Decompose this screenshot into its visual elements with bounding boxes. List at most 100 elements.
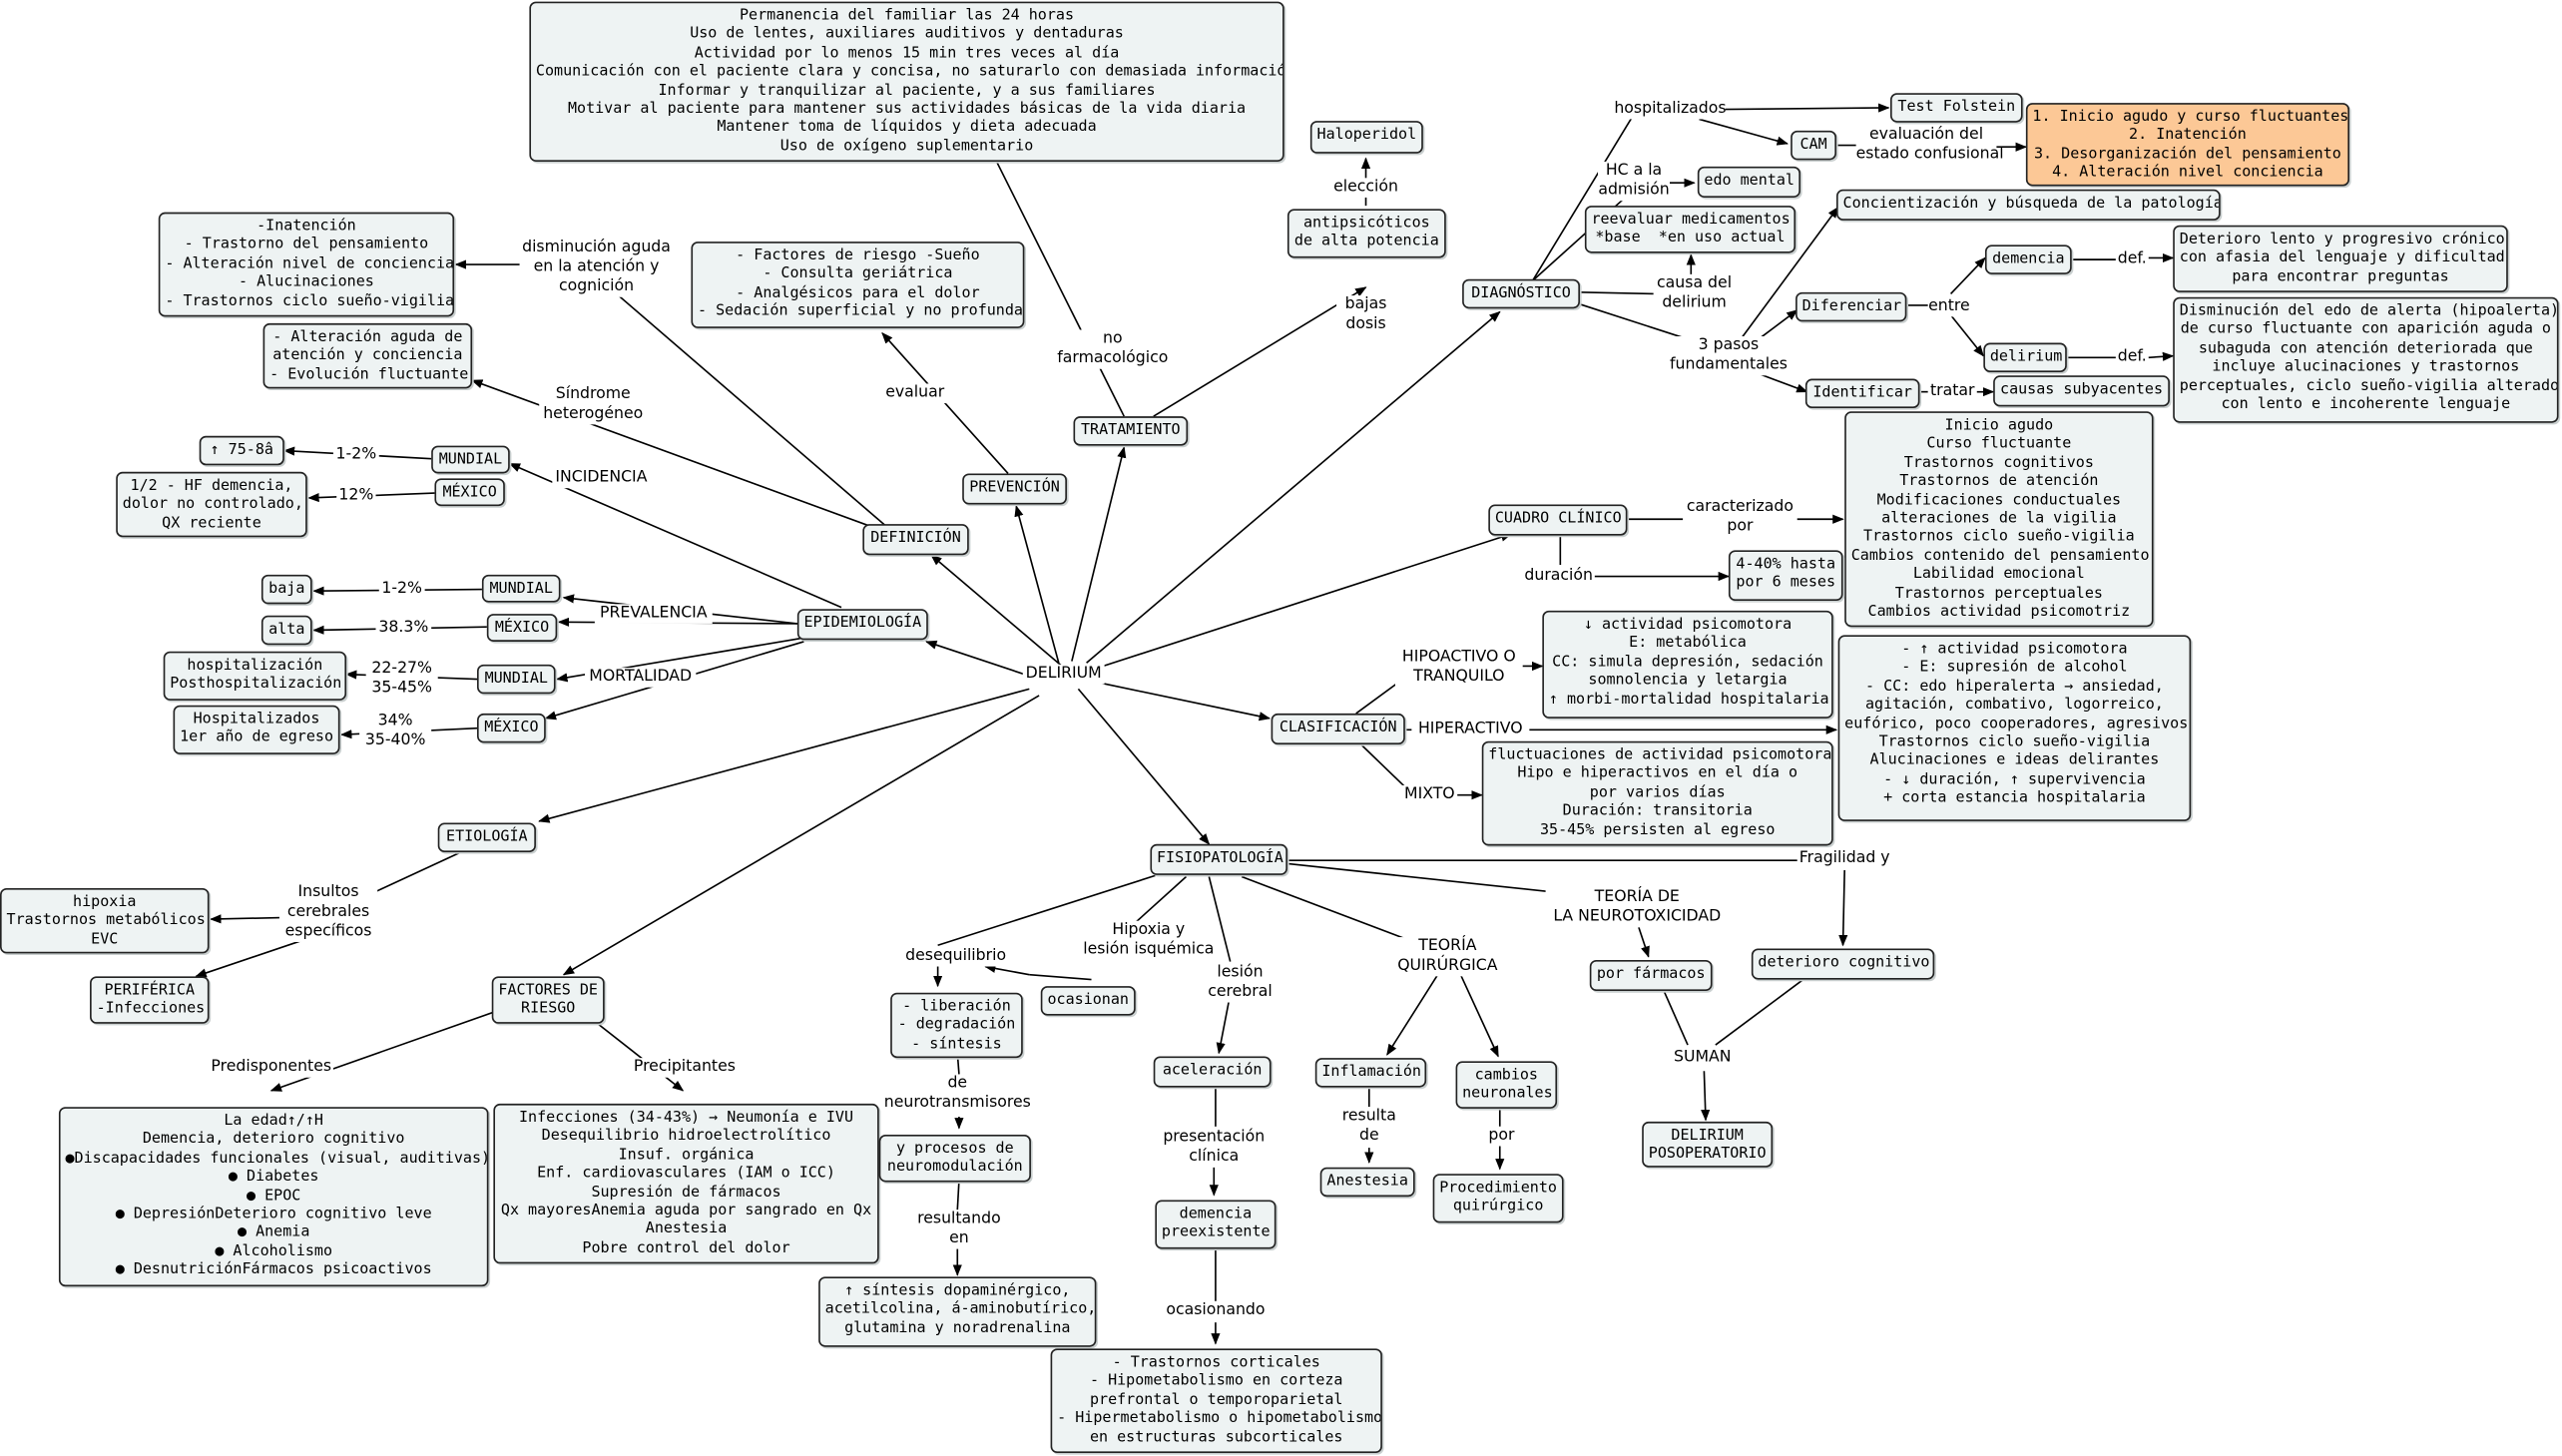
delirium-node: delirium xyxy=(1983,342,2067,373)
prevalencia-alta: alta xyxy=(260,615,312,646)
mortalidad-mexico-value: Hospitalizados 1er año de egreso xyxy=(173,705,340,754)
label-desequilibrio: desequilibrio xyxy=(904,946,1007,967)
haloperidol-node: Haloperidol xyxy=(1309,121,1423,154)
anestesia-node: Anestesia xyxy=(1319,1167,1415,1198)
definicion-box-1: -Inatención - Trastorno del pensamiento … xyxy=(158,212,455,317)
label-caracterizado: caracterizado por xyxy=(1683,497,1797,538)
por-farmacos-node: por fármacos xyxy=(1589,959,1713,992)
cuadro-clinico-box: Inicio agudo Curso fluctuante Trastornos… xyxy=(1844,411,2154,628)
inflamacion-node: Inflamación xyxy=(1314,1058,1427,1088)
label-prev-mexico-pct: 38.3% xyxy=(375,619,432,639)
incidencia-mundial-node: MUNDIAL xyxy=(431,445,510,474)
diagnostico-node[interactable]: DIAGNÓSTICO xyxy=(1462,278,1580,309)
edo-mental-node: edo mental xyxy=(1697,166,1800,198)
trastornos-corticales-box: - Trastornos corticales - Hipometabolism… xyxy=(1050,1348,1382,1454)
label-mixto: MIXTO xyxy=(1401,784,1458,805)
ocasionan-node: ocasionan xyxy=(1040,986,1136,1016)
label-prevalencia: PREVALENCIA xyxy=(594,604,713,624)
label-def-1: def. xyxy=(2115,249,2149,269)
hiperactivo-box: - ↑ actividad psicomotora - E: supresión… xyxy=(1837,635,2192,821)
label-disminucion: disminución aguda en la atención y cogni… xyxy=(519,238,674,297)
prevencion-box: - Factores de riesgo -Sueño - Consulta g… xyxy=(691,242,1025,328)
mortalidad-mexico-node: MÉXICO xyxy=(477,713,546,743)
causas-subyacentes-node: causas subyacentes xyxy=(1993,375,2170,407)
label-resultando: resultando en xyxy=(911,1210,1007,1249)
label-insultos: Insultos cerebrales específicos xyxy=(278,883,378,942)
delirium-posoperatorio-node: DELIRIUM POSOPERATORIO xyxy=(1642,1121,1774,1168)
identificar-node: Identificar xyxy=(1804,378,1920,408)
cam-criteria-box: 1. Inicio agudo y curso fluctuantes 2. I… xyxy=(2025,103,2350,187)
label-mortalidad: MORTALIDAD xyxy=(585,668,697,688)
prevalencia-baja: baja xyxy=(260,574,312,605)
label-hc-admision: HC a la admisión xyxy=(1597,161,1671,202)
test-folstein-node: Test Folstein xyxy=(1890,93,2023,123)
clasificacion-node[interactable]: CLASIFICACIÓN xyxy=(1271,713,1405,745)
mortalidad-mundial-value: hospitalización Posthospitalización xyxy=(163,651,347,701)
label-evaluacion: evaluación del estado confusional xyxy=(1855,125,2004,166)
predisponentes-box: La edad↑/↑H Demencia, deterioro cognitiv… xyxy=(58,1107,489,1287)
demencia-preexistente-node: demencia preexistente xyxy=(1155,1200,1277,1249)
label-bajas-dosis: bajas dosis xyxy=(1336,295,1395,335)
mixto-box: fluctuaciones de actividad psicomotora H… xyxy=(1481,740,1833,846)
demencia-definition-box: Deterioro lento y progresivo crónico con… xyxy=(2173,225,2508,292)
reevaluar-medicamentos-box: reevaluar medicamentos *base *en uso act… xyxy=(1584,206,1796,253)
definicion-box-2: - Alteración aguda de atención y concien… xyxy=(262,322,473,389)
label-sindrome: Síndrome heterogéneo xyxy=(539,385,648,425)
label-mort-mexico-pct: 34% 35-40% xyxy=(359,712,432,751)
label-ocasionando: ocasionando xyxy=(1163,1300,1269,1321)
delirium-definition-box: Disminución del edo de alerta (hipoalert… xyxy=(2173,296,2559,423)
label-entre: entre xyxy=(1927,296,1971,317)
hipoactivo-box: ↓ actividad psicomotora E: metabólica CC… xyxy=(1542,610,1833,719)
epidemiologia-node[interactable]: EPIDEMIOLOGÍA xyxy=(796,609,928,641)
incidencia-mundial-value: ↑ 75-8â xyxy=(199,435,284,466)
label-duracion: duración xyxy=(1522,566,1595,587)
cam-node: CAM xyxy=(1791,130,1836,161)
label-por: por xyxy=(1486,1126,1517,1147)
prevalencia-mundial-node: MUNDIAL xyxy=(481,574,561,603)
cambios-neuronales-node: cambios neuronales xyxy=(1455,1061,1558,1109)
incidencia-mexico-value: 1/2 - HF demencia, dolor no controlado, … xyxy=(116,471,307,538)
label-resulta-de: resulta de xyxy=(1339,1107,1399,1147)
concientizacion-node: Concientización y búsqueda de la patolog… xyxy=(1835,189,2221,221)
label-hospitalizados: hospitalizados xyxy=(1614,99,1727,120)
label-tratar: tratar xyxy=(1927,381,1977,402)
label-evaluar: evaluar xyxy=(881,383,948,404)
precipitantes-box: Infecciones (34-43%) → Neumonía e IVU De… xyxy=(493,1103,879,1264)
label-hipoxia-lesion: Hipoxia y lesión isquémica xyxy=(1081,920,1216,960)
procesos-node: y procesos de neuromodulación xyxy=(878,1135,1031,1183)
definicion-node[interactable]: DEFINICIÓN xyxy=(862,524,969,556)
label-precipitantes: Precipitantes xyxy=(630,1058,739,1078)
no-farmacologico-box: Permanencia del familiar las 24 horas Us… xyxy=(529,1,1284,162)
procedimiento-quirurgico-node: Procedimiento quirúrgico xyxy=(1432,1174,1564,1223)
label-teoria-quirurgica: TEORÍA QUIRÚRGICA xyxy=(1388,937,1507,977)
tratamiento-node[interactable]: TRATAMIENTO xyxy=(1073,416,1189,446)
fisiopatologia-node[interactable]: FISIOPATOLOGÍA xyxy=(1150,843,1287,875)
label-inc-mexico-pct: 12% xyxy=(336,486,376,507)
demencia-node: demencia xyxy=(1984,244,2072,274)
diferenciar-node: Diferenciar xyxy=(1795,291,1907,322)
prevalencia-mexico-node: MÉXICO xyxy=(486,614,558,642)
etiologia-box-1: hipoxia Trastornos metabólicos EVC xyxy=(0,887,210,954)
label-def-2: def. xyxy=(2115,347,2149,368)
duracion-box: 4-40% hasta por 6 meses xyxy=(1728,550,1843,602)
etiologia-node[interactable]: ETIOLOGÍA xyxy=(437,822,536,852)
liberacion-box: - liberación - degradación - síntesis xyxy=(890,992,1023,1059)
prevencion-node[interactable]: PREVENCIÓN xyxy=(962,473,1067,505)
factores-riesgo-node[interactable]: FACTORES DE RIESGO xyxy=(491,976,605,1024)
sintesis-box: ↑ síntesis dopaminérgico, acetilcolina, … xyxy=(818,1276,1097,1347)
label-tres-pasos: 3 pasos fundamentales xyxy=(1670,336,1788,376)
cuadro-clinico-node[interactable]: CUADRO CLÍNICO xyxy=(1488,504,1628,536)
label-hipoactivo: HIPOACTIVO O TRANQUILO xyxy=(1394,648,1523,688)
mortalidad-mundial-node: MUNDIAL xyxy=(477,664,556,695)
incidencia-mexico-node: MÉXICO xyxy=(434,478,505,507)
label-predisponentes: Predisponentes xyxy=(209,1058,333,1078)
label-fragilidad: Fragilidad y xyxy=(1796,848,1892,869)
label-prev-mundial-pct: 1-2% xyxy=(378,579,425,600)
label-hiperactivo: HIPERACTIVO xyxy=(1411,720,1530,740)
label-no-farmacologico: no farmacológico xyxy=(1057,329,1169,369)
label-presentacion: presentación clínica xyxy=(1160,1128,1269,1168)
label-mort-mundial-pct: 22-27% 35-45% xyxy=(365,659,438,700)
antipsicoticos-node: antipsicóticos de alta potencia xyxy=(1286,209,1446,258)
label-lesion-cerebral: lesión cerebral xyxy=(1204,963,1277,1003)
